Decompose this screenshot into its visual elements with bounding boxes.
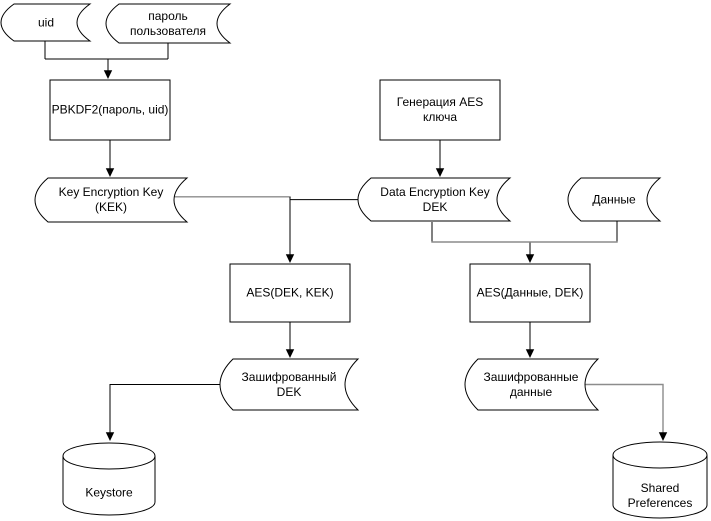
encrypted-dek-node-shape [219,358,360,411]
encrypted-data-node-label: Зашифрованные данные [483,370,579,399]
connector-encrypted-dek-to-keystore [105,384,220,441]
shared-preferences-node-label: Shared Preferences [627,481,693,510]
connector-kek-dek-to-aes1 [174,196,358,263]
shared-preferences-cylinder-shape [612,441,708,519]
connector-keygen-to-dek [435,140,445,177]
kek-node-shape [34,177,189,223]
aes-data-dek-node-shape [469,263,591,323]
dek-node-shape [357,177,512,222]
dek-node-label: Data Encryption Key DEK [380,185,490,214]
data-node-label: Данные [592,192,636,207]
aes-data-dek-node-label: AES(Данные, DEK) [476,285,584,300]
aes-dek-kek-node-shape [229,263,351,323]
user-password-node-label: пароль пользователя [130,9,206,38]
uid-node-shape [0,3,92,42]
aes-key-generation-node-label: Генерация AES ключа [396,95,484,124]
connector-inputs-to-pbkdf2 [44,41,169,79]
encrypted-data-node-shape [464,358,600,411]
connector-pbkdf2-to-kek [105,140,115,177]
connector-dek-data-to-aes2 [431,221,618,263]
data-node-shape [567,177,662,222]
connector-aes2-to-encrypted-data [525,322,535,358]
encrypted-dek-node-label: Зашифрованный DEK [241,370,337,399]
pbkdf2-node-label: PBKDF2(пароль, uid) [51,102,169,117]
pbkdf2-node-shape [49,79,171,141]
aes-key-generation-node-shape [379,79,501,141]
connector-encrypted-data-to-shared-preferences [585,383,668,441]
keystore-node-label: Keystore [85,485,133,500]
connector-aes1-to-encrypted-dek [285,322,295,358]
user-password-node-shape [105,3,232,44]
uid-node-label: uid [37,15,55,30]
aes-dek-kek-node-label: AES(DEK, KEK) [246,285,334,300]
kek-node-label: Key Encryption Key (KEK) [58,185,164,214]
keystore-cylinder-shape [62,442,156,516]
